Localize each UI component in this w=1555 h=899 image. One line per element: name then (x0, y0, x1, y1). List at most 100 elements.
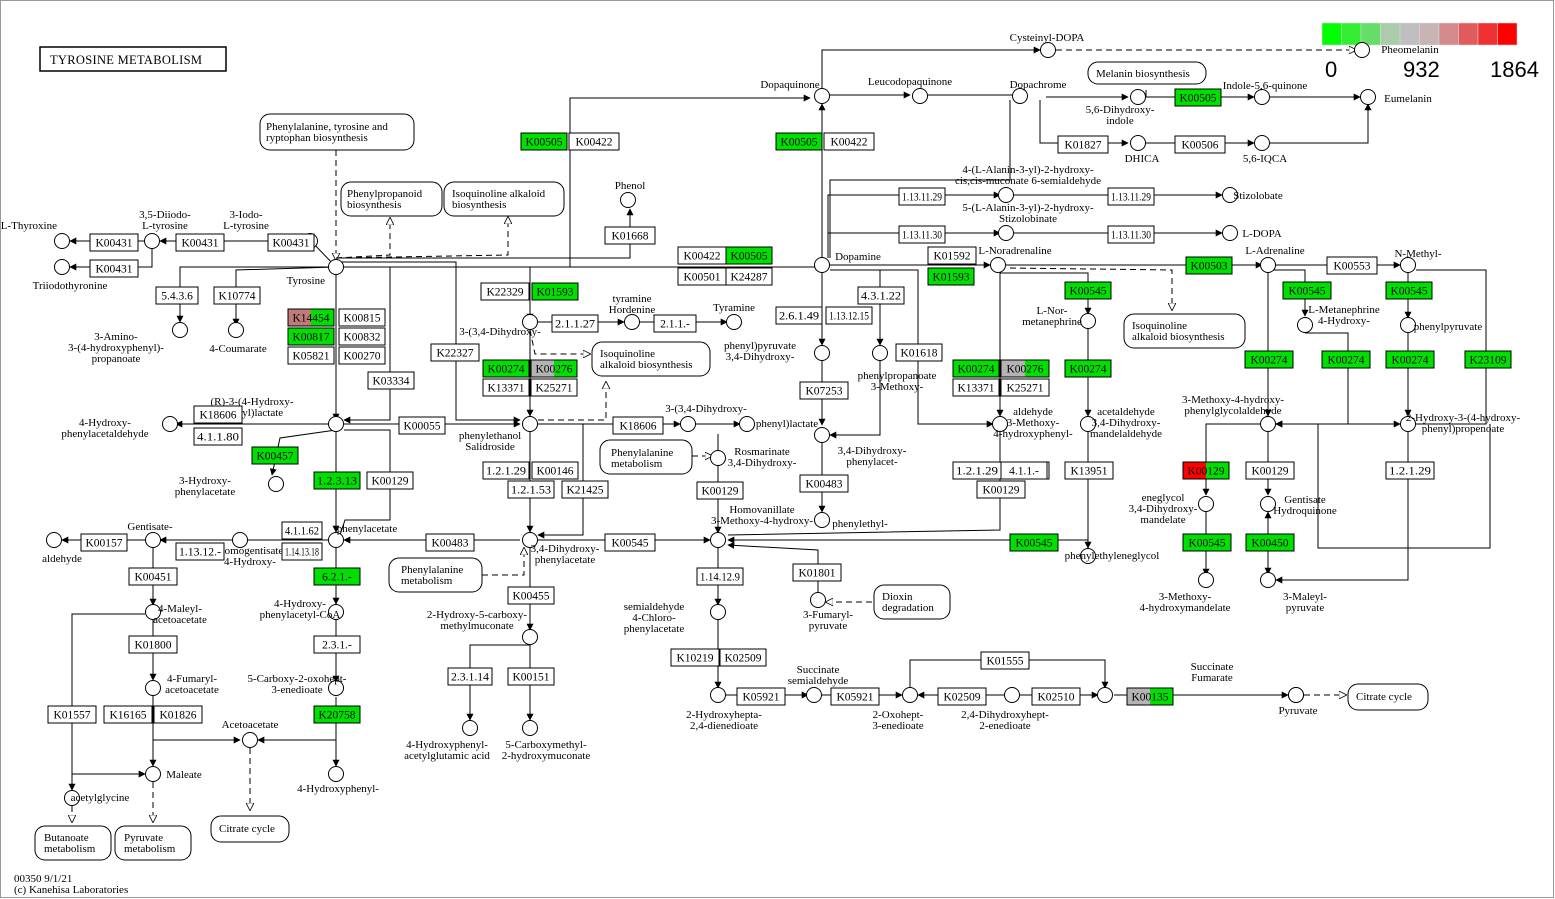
enzyme-box[interactable]: K00817 (287, 327, 335, 346)
compound-circle[interactable] (522, 532, 538, 548)
compound-circle[interactable] (726, 314, 742, 330)
enzyme-box-frame[interactable] (604, 226, 656, 245)
enzyme-box[interactable]: K00135 (1126, 687, 1174, 706)
enzyme-box-frame[interactable] (830, 687, 880, 706)
enzyme-box[interactable]: K22327 (430, 343, 480, 362)
enzyme-box[interactable]: 1.2.3.13 (313, 471, 361, 490)
enzyme-box-frame[interactable] (287, 346, 335, 365)
compound-node[interactable]: Phenol (615, 180, 646, 208)
compound-node[interactable]: Tyramine (713, 302, 755, 330)
compound-node[interactable]: Stizolobate (1222, 187, 1283, 203)
enzyme-box[interactable]: K00505 (775, 132, 823, 151)
enzyme-box-frame[interactable] (480, 282, 530, 301)
compound-node[interactable] (1097, 687, 1113, 703)
compound-node[interactable]: phenylacetate (328, 523, 398, 548)
enzyme-box[interactable]: K21425 (561, 480, 609, 499)
enzyme-box[interactable]: K18606 (612, 416, 664, 435)
enzyme-box[interactable]: K00815 (338, 308, 386, 327)
enzyme-box[interactable]: K00431 (89, 233, 139, 252)
compound-node[interactable]: Eumelanin (1360, 89, 1433, 106)
compound-node[interactable]: 3-Fumaryl-pyruvate (803, 592, 853, 633)
enzyme-box-frame[interactable] (482, 378, 530, 397)
enzyme-box-frame[interactable] (799, 474, 849, 493)
compound-circle[interactable] (145, 604, 161, 620)
enzyme-box-frame[interactable] (775, 306, 823, 325)
compound-circle[interactable] (1260, 572, 1276, 588)
enzyme-box[interactable]: K00505 (520, 132, 568, 151)
enzyme-box[interactable]: K02510 (1031, 687, 1081, 706)
compound-circle[interactable] (1260, 257, 1276, 273)
enzyme-box[interactable]: K00055 (398, 416, 446, 435)
enzyme-box[interactable]: 1.2.1.29 (952, 461, 1002, 480)
enzyme-box-frame[interactable] (425, 533, 475, 552)
compound-circle[interactable] (739, 416, 755, 432)
pathway-map-box[interactable] (34, 825, 112, 861)
enzyme-box-frame[interactable] (857, 286, 905, 305)
compound-circle[interactable] (814, 345, 830, 361)
compound-node[interactable]: 4-Hydroxy-phenylacetyl-CoA (260, 598, 344, 621)
enzyme-box-frame[interactable] (823, 132, 875, 151)
enzyme-box[interactable]: K24287 (725, 267, 773, 286)
enzyme-box-frame[interactable] (1107, 225, 1155, 244)
enzyme-box-frame[interactable] (1245, 461, 1295, 480)
enzyme-box-frame[interactable] (696, 567, 744, 586)
compound-circle[interactable] (620, 192, 636, 208)
enzyme-box[interactable]: K00431 (267, 233, 315, 252)
compound-circle[interactable] (1097, 687, 1113, 703)
compound-node[interactable]: 2-Oxohept-3-enedioate (872, 687, 924, 733)
enzyme-box-frame[interactable] (251, 446, 299, 465)
compound-circle[interactable] (1360, 89, 1376, 105)
compound-node[interactable]: 3-Amino-3-(4-hydroxyphenyl)-propanoate (68, 322, 188, 366)
compound-circle[interactable] (242, 732, 258, 748)
compound-circle[interactable] (522, 629, 538, 645)
compound-node[interactable]: DHICA (1125, 135, 1160, 166)
enzyme-box-frame[interactable] (1244, 350, 1294, 369)
enzyme-box-frame[interactable] (1385, 461, 1435, 480)
compound-circle[interactable] (680, 416, 696, 432)
enzyme-box[interactable]: K05921 (830, 687, 880, 706)
enzyme-box[interactable]: K00146 (531, 461, 579, 480)
enzyme-box[interactable]: K01557 (47, 705, 97, 724)
enzyme-box-frame[interactable] (1282, 281, 1332, 300)
enzyme-box[interactable]: K00832 (338, 327, 386, 346)
compound-circle[interactable] (232, 532, 248, 548)
enzyme-box-frame[interactable] (530, 378, 578, 397)
enzyme-box-frame[interactable] (1031, 687, 1081, 706)
compound-circle[interactable] (54, 233, 70, 249)
enzyme-box[interactable]: K01826 (153, 705, 203, 724)
compound-node[interactable]: acetylglycine (64, 790, 130, 806)
compound-circle[interactable] (1222, 187, 1238, 203)
compound-circle[interactable] (522, 720, 538, 736)
compound-node[interactable]: phenylpyruvate (1400, 317, 1483, 334)
compound-node[interactable]: Leucodopaquinone (868, 76, 952, 104)
pathway-map-box[interactable] (388, 557, 483, 593)
compound-circle[interactable] (872, 345, 888, 361)
compound-circle[interactable] (64, 790, 80, 806)
enzyme-box[interactable]: 1.2.1.29 (1385, 461, 1435, 480)
compound-circle[interactable] (54, 259, 70, 275)
enzyme-box-frame[interactable] (725, 246, 773, 265)
compound-circle[interactable] (810, 592, 826, 608)
enzyme-box-frame[interactable] (313, 567, 361, 586)
enzyme-box[interactable]: K00545 (1182, 533, 1232, 552)
compound-circle[interactable] (1400, 317, 1416, 333)
compound-circle[interactable] (710, 532, 726, 548)
enzyme-box[interactable]: K00455 (507, 586, 555, 605)
enzyme-box[interactable]: K00129 (366, 471, 414, 490)
compound-node[interactable]: 4-Hydroxyphenyl-acetylglutamic acid (404, 720, 490, 763)
compound-circle[interactable] (46, 532, 62, 548)
compound-circle[interactable] (806, 687, 822, 703)
enzyme-box-frame[interactable] (1126, 687, 1174, 706)
compound-node[interactable]: 4-Hydroxy-phenylacetaldehyde (61, 416, 178, 441)
enzyme-box[interactable]: 4.1.1.80 (193, 427, 243, 446)
enzyme-box[interactable]: K00505 (1174, 88, 1222, 107)
compound-node[interactable]: 5-(L-Alanin-3-yl)-2-hydroxy-Stizolobinat… (962, 202, 1094, 241)
compound-node[interactable]: 3-Maleyl-pyruvate (1260, 572, 1328, 615)
